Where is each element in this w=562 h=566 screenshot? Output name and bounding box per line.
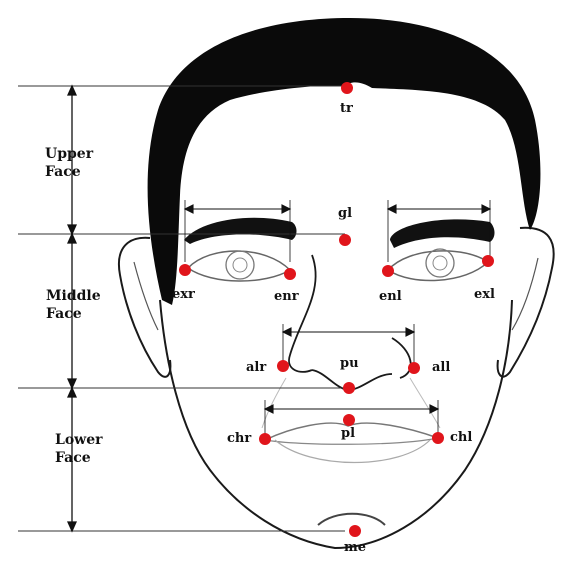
landmark-label-tr: tr bbox=[340, 101, 353, 116]
nose-left-line bbox=[392, 338, 411, 378]
landmark-dot-exr bbox=[179, 264, 191, 276]
zone-label-upper-line1: Upper bbox=[45, 145, 93, 163]
landmark-label-pu: pu bbox=[340, 356, 359, 371]
landmark-label-chr: chr bbox=[227, 431, 251, 446]
landmark-label-alr: alr bbox=[246, 360, 266, 375]
landmark-dot-gl bbox=[339, 234, 351, 246]
left-eye bbox=[388, 249, 488, 280]
landmark-dot-exl bbox=[482, 255, 494, 267]
landmark-dot-pl bbox=[343, 414, 355, 426]
zone-label-lower-line1: Lower bbox=[55, 431, 103, 449]
landmark-label-enr: enr bbox=[274, 289, 299, 304]
right-eyebrow bbox=[184, 218, 297, 244]
landmark-points bbox=[179, 82, 494, 537]
zone-label-lower-line2: Face bbox=[55, 449, 103, 467]
landmark-label-enl: enl bbox=[379, 289, 402, 304]
landmark-label-chl: chl bbox=[450, 430, 472, 445]
landmark-dot-all bbox=[408, 362, 420, 374]
zone-label-upper-line2: Face bbox=[45, 163, 93, 181]
landmark-dot-enl bbox=[382, 265, 394, 277]
zone-label-upper-face: Upper Face bbox=[45, 145, 93, 181]
landmark-dot-chl bbox=[432, 432, 444, 444]
landmark-label-gl: gl bbox=[338, 206, 352, 221]
zone-label-lower-face: Lower Face bbox=[55, 431, 103, 467]
landmark-dot-pu bbox=[343, 382, 355, 394]
landmark-label-exr: exr bbox=[172, 287, 195, 302]
landmark-label-exl: exl bbox=[474, 287, 495, 302]
hair bbox=[148, 18, 541, 305]
landmark-dot-tr bbox=[341, 82, 353, 94]
landmark-dot-chr bbox=[259, 433, 271, 445]
landmark-dot-enr bbox=[284, 268, 296, 280]
right-eye bbox=[188, 251, 290, 281]
chin-crease bbox=[318, 514, 385, 525]
left-eyebrow bbox=[390, 219, 495, 248]
zone-label-middle-face: Middle Face bbox=[46, 287, 101, 323]
landmark-label-pl: pl bbox=[341, 426, 355, 441]
landmark-dot-me bbox=[349, 525, 361, 537]
face-outline bbox=[160, 300, 512, 548]
landmark-label-me: me bbox=[344, 540, 366, 555]
zone-label-middle-line2: Face bbox=[46, 305, 101, 323]
landmark-dot-alr bbox=[277, 360, 289, 372]
zone-label-middle-line1: Middle bbox=[46, 287, 101, 305]
landmark-label-all: all bbox=[432, 360, 450, 375]
